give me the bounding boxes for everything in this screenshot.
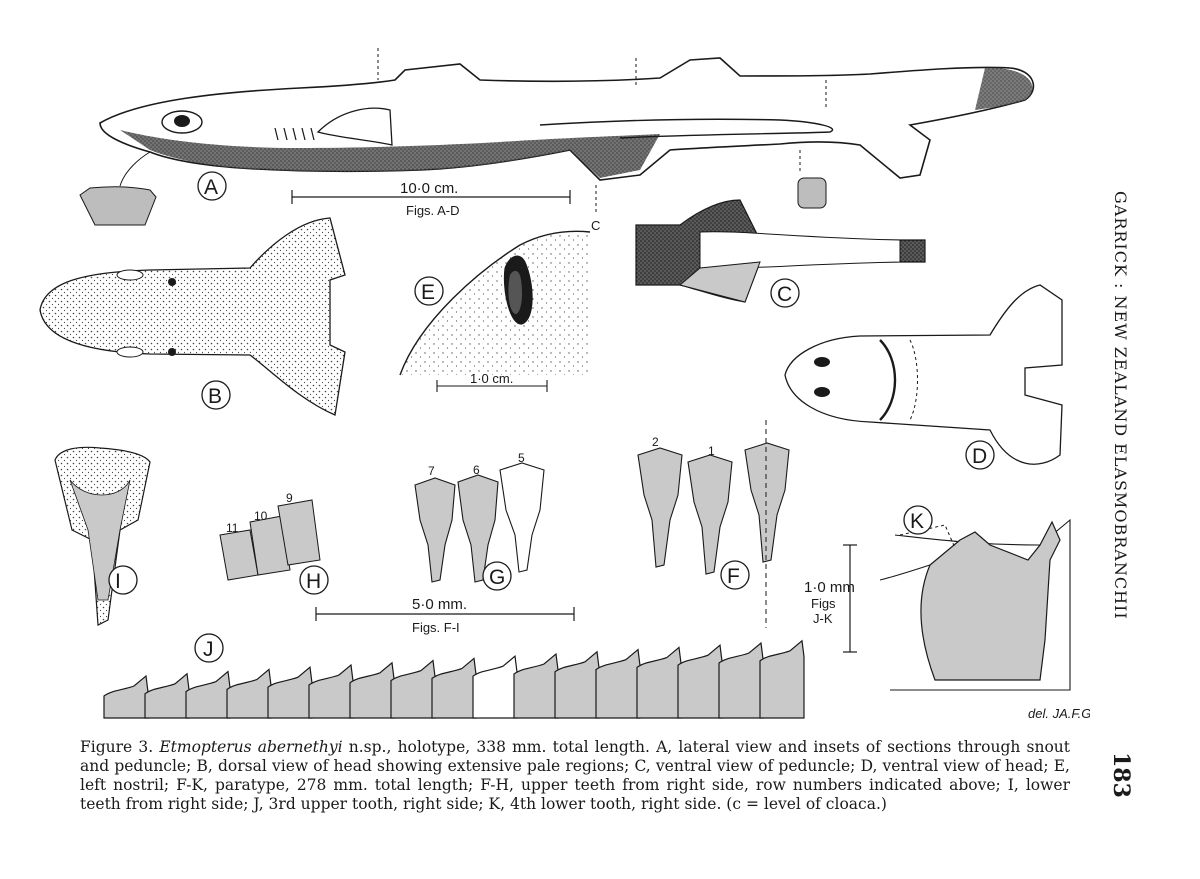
lower-tooth xyxy=(636,646,682,719)
label-d: D xyxy=(972,445,987,468)
panel-f-upper-teeth: 2 1 F xyxy=(637,420,790,628)
scale-ad-caption: Figs. A-D xyxy=(406,203,459,218)
figure-plate: 10·0 cm. Figs. A-D C A B 1·0 cm. E C xyxy=(39,48,1090,721)
lower-tooth xyxy=(103,674,149,719)
lower-tooth xyxy=(472,655,518,719)
panel-d-ventral-view: D xyxy=(784,284,1063,470)
scale-fi-caption: Figs. F-I xyxy=(412,620,460,635)
label-j: I xyxy=(115,570,121,593)
tooth-num-h-1: 11 xyxy=(226,521,239,535)
cloaca-marker: C xyxy=(591,218,600,233)
tooth-num-h-2: 10 xyxy=(254,509,268,523)
lower-tooth xyxy=(349,661,395,719)
lower-tooth xyxy=(390,659,436,719)
lower-tooth xyxy=(308,663,354,719)
tooth-num-f-1: 2 xyxy=(652,435,659,449)
panel-j-upper-tooth: I xyxy=(54,446,151,626)
label-g: G xyxy=(489,566,505,589)
scale-jk-caption-1: Figs xyxy=(811,596,836,611)
illustrator-credit: del. JA.F.G. xyxy=(1028,706,1090,721)
caption-body: n.sp., holotype, 338 mm. total length. A… xyxy=(80,738,1070,813)
running-head: GARRICK : NEW ZEALAND ELASMOBRANCHII xyxy=(1111,190,1130,620)
lower-tooth xyxy=(595,648,641,719)
lower-tooth xyxy=(185,670,231,719)
panel-i-label: J xyxy=(194,633,224,663)
lower-tooth xyxy=(431,657,477,719)
label-a: A xyxy=(204,176,218,199)
label-k: K xyxy=(910,510,924,533)
label-b: B xyxy=(208,385,222,408)
caption-species: Etmopterus abernethyi xyxy=(159,738,343,756)
label-f: F xyxy=(727,565,740,588)
scale-jk-length: 1·0 mm xyxy=(804,579,855,596)
lower-tooth xyxy=(718,641,764,719)
label-i: J xyxy=(203,638,214,661)
panel-e-nostril: 1·0 cm. E xyxy=(399,230,591,392)
panel-g-upper-teeth: 7 6 5 G xyxy=(414,451,545,591)
tooth-num-g-2: 6 xyxy=(473,463,480,477)
page-number: 183 xyxy=(1108,752,1134,798)
panel-k-lower-tooth: 1·0 mm Figs J-K K xyxy=(804,505,1071,691)
scale-e-length: 1·0 cm. xyxy=(470,371,513,386)
scale-bar-fi: 5·0 mm. Figs. F-I xyxy=(315,596,575,635)
lower-tooth xyxy=(513,652,559,719)
tooth-num-h-3: 9 xyxy=(286,491,293,505)
lower-tooth xyxy=(267,666,313,719)
scale-fi-length: 5·0 mm. xyxy=(412,596,467,613)
figure-caption: Figure 3. Etmopterus abernethyi n.sp., h… xyxy=(80,738,1070,814)
lower-tooth xyxy=(226,668,272,719)
tooth-num-g-1: 7 xyxy=(428,464,435,478)
panel-c-ventral-peduncle: C xyxy=(635,199,926,308)
lower-tooth xyxy=(759,639,805,719)
panel-b-dorsal-view: B xyxy=(39,217,346,416)
panel-i-lower-teeth xyxy=(103,639,805,719)
label-h: H xyxy=(306,570,321,593)
tooth-num-g-3: 5 xyxy=(518,451,525,465)
panel-h-upper-teeth: 11 10 9 H xyxy=(219,491,329,595)
panel-a-lateral-view: 10·0 cm. Figs. A-D C A xyxy=(79,48,1035,233)
lower-tooth xyxy=(144,672,190,719)
label-e: E xyxy=(421,281,435,304)
tooth-num-f-2: 1 xyxy=(708,444,715,458)
lower-tooth xyxy=(677,644,723,719)
label-c: C xyxy=(777,283,792,306)
scale-jk-caption-2: J-K xyxy=(813,611,833,626)
caption-label: Figure 3. xyxy=(80,738,154,756)
scale-ad-length: 10·0 cm. xyxy=(400,180,458,197)
lower-tooth xyxy=(554,650,600,719)
